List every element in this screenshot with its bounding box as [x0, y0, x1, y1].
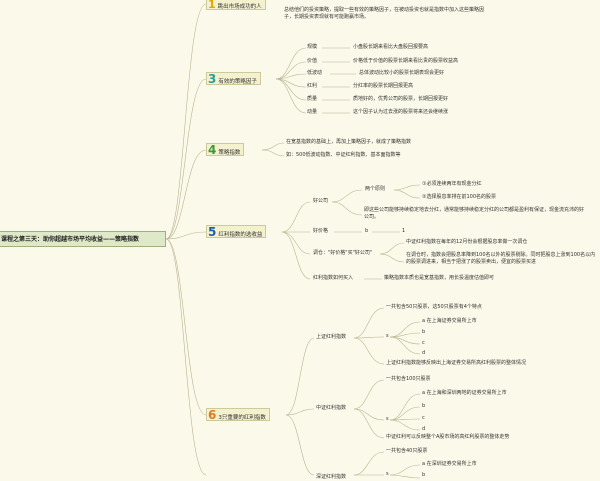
branch-label: 策略指数: [218, 150, 241, 156]
factor-name: 低波动: [307, 70, 323, 76]
factor-name: 质量: [307, 96, 318, 102]
index-name-szse: 深证红利指数: [316, 474, 347, 480]
good-company-label: 好公司: [313, 198, 329, 204]
factor-name: 价值: [307, 58, 318, 64]
branch-number: 1: [208, 0, 216, 11]
rebalance-label: 调仓："好价格"买"好公司": [313, 250, 373, 256]
branch-label: 有效的策略因子: [218, 79, 257, 85]
branch-number: 3: [208, 72, 217, 86]
root-topic[interactable]: 课程之第三天：助你超越市场平均收益——策略指数: [0, 231, 166, 247]
factor-name: 红利: [307, 83, 318, 89]
note-text: 一共包含50只股票，这50只股票有4个特点: [386, 304, 482, 310]
principle-item: ①必须连续两年有现金分红: [422, 181, 482, 187]
factor-desc: 小盘股长期来看比大盘股回报要高: [353, 44, 429, 50]
note-text: 一共包含100只股票: [386, 376, 431, 382]
two-principles-label: 两个原则: [365, 186, 386, 192]
factor-desc: 这个因子认为过去涨的股票将来还会继续涨: [353, 109, 449, 115]
feature-c: c: [422, 340, 425, 346]
factor-desc: 质地好的，优秀公司的股票，长期回报更好: [353, 96, 449, 102]
note-text: 中证红利可以反映整个A股市场的高红利股票的整体走势: [386, 434, 510, 440]
branch-label: 跳出市场成功的人: [217, 4, 262, 10]
index-name-sse: 上证红利指数: [316, 334, 347, 340]
note-text: 如：500低波动指数、中证红利指数、基本面指数等: [286, 152, 401, 158]
branch-number: 5: [208, 225, 217, 239]
factor-desc: 分红率的股票长期回报更高: [353, 83, 414, 89]
feature-b: b: [422, 472, 426, 478]
note-text: 策略指数本质也是宽基指数，用长投温度估值即可: [384, 275, 495, 281]
feature-b: b: [422, 329, 426, 335]
factor-name: 动量: [307, 109, 318, 115]
branch-label: 红利指数的选收益: [218, 232, 263, 238]
note-text: 在调仓时，指数会把股息率降到100名以外的股票剔除。同时把股息上涨到100名以内…: [406, 252, 596, 265]
branch-number: 6: [208, 408, 217, 422]
factor-desc: 价格低于价值的股票长期来看比贵的股票收益高: [353, 58, 459, 64]
good-price-label: 好价格: [313, 228, 329, 234]
note-text: 总结他们的投资策略，提取一些有效的策略因子，在被动投资也就是指数中加入这些策略因…: [284, 7, 485, 20]
price-item: 1: [402, 228, 406, 234]
factor-name: 规模: [307, 44, 318, 50]
feature-a: a 在上海证券交易所上市: [422, 318, 477, 324]
note-text: 即这些公司能够持续稳定地去分红，通常能够持续稳定分红的公司都是盈利有保证，现金流…: [364, 207, 585, 220]
note-text: 在宽基指数的基础上，再加上策略因子，就成了策略指数: [286, 139, 412, 145]
index-name-csi: 中证红利指数: [316, 405, 347, 411]
how-to-buy-label: 红利指数如何买入: [313, 275, 354, 281]
feature-a: a 在上海和深圳两地的证券交易所上市: [422, 390, 507, 396]
feature-d: d: [422, 350, 426, 356]
branch-number: 4: [208, 143, 217, 157]
note-text: 一共包含40只股票: [386, 448, 428, 454]
feature-a: a 在深圳证券交易所上市: [422, 461, 477, 467]
principle-item: ②选择股息率排在前100名的股票: [422, 194, 497, 200]
feature-b: b: [422, 403, 426, 409]
feature-s: s: [386, 471, 389, 477]
feature-s: s: [386, 333, 389, 339]
feature-c: c: [422, 415, 425, 421]
branch-label: 3只重要的红利指数: [218, 415, 266, 421]
feature-d: d: [422, 426, 426, 432]
note-text: 中证红利指数在每年的12月份会根据股息率做一次调仓: [406, 239, 528, 245]
note-text: 上证红利指数能够反映出上海证券交易所高红利股票的整体情况: [386, 360, 527, 366]
feature-s: s: [386, 416, 389, 422]
price-item: b: [365, 228, 369, 234]
factor-desc: 总体波动比较小的股票长期表现会更好: [359, 70, 445, 76]
